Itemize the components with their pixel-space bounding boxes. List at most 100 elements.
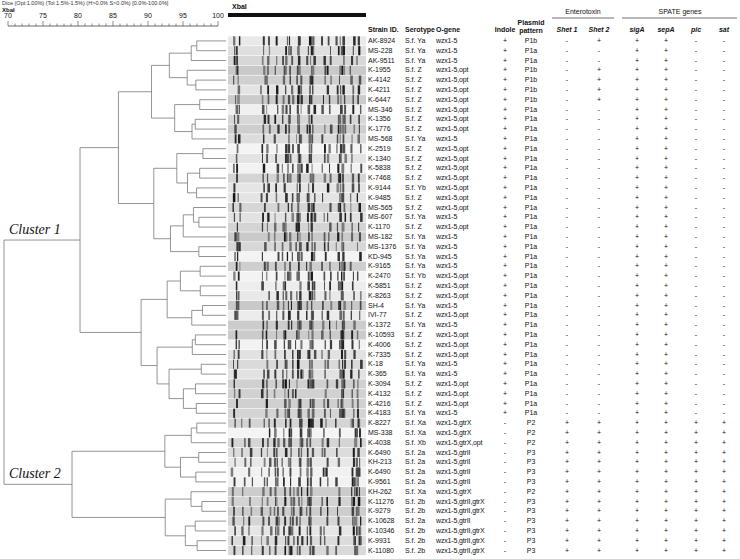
table-cell: + [485,212,525,222]
table-cell: - [579,261,619,271]
gel-band [301,507,303,516]
gel-band [236,242,238,251]
gel-band [298,154,299,163]
gel-band [267,213,269,222]
table-cell: - [579,105,619,115]
gel-band [307,497,309,506]
scale-tick [78,21,79,26]
gel-band [293,507,295,516]
gel-lane [228,174,366,183]
gel-band [309,526,311,535]
dendrogram-branch [180,290,200,291]
gel-band [329,203,331,212]
gel-band [311,164,313,173]
gel-band [342,164,344,173]
gel-band [323,399,325,408]
table-cell: wzx1-5 [436,36,457,46]
table-cell: K-11276 [368,497,394,507]
scale-tick [155,24,156,27]
table-cell: wzx1-5,gtrII [436,477,470,487]
gel-band [234,477,236,486]
gel-band [266,399,268,408]
scale-tick [50,24,51,27]
gel-band [335,36,337,45]
gel-band [278,252,280,261]
table-cell: - [676,281,716,291]
gel-band [339,134,341,143]
gel-band [262,330,264,339]
gel-band [243,536,246,545]
scale-tick [120,24,121,27]
gel-band [242,546,243,555]
table-cell: S.f. Z [405,144,422,154]
table-cell: P1a [511,350,551,360]
gel-band [327,213,328,222]
table-cell: + [579,467,619,477]
gel-band [299,134,301,143]
gel-band [341,232,343,241]
table-cell: - [676,105,716,115]
gel-band [266,144,268,153]
gel-band [306,262,308,271]
gel-band [300,409,302,418]
table-cell: P1a [511,154,551,164]
table-cell: K-2519 [368,144,391,154]
gel-band [282,370,283,379]
gel-band [275,183,277,192]
gel-band [342,330,344,339]
table-cell: MS-338 [368,428,393,438]
scale-tick [92,24,93,27]
gel-band [297,252,299,261]
table-cell: - [704,389,740,399]
gel-band [357,507,359,516]
gel-band [234,379,235,388]
dendrogram-branch [192,339,195,340]
table-cell: + [485,75,525,85]
gel-band [300,340,302,349]
gel-band [310,154,312,163]
gel-band [263,321,265,330]
gel-band [297,311,299,320]
scale-tick [64,24,65,27]
gel-band [351,360,352,369]
gel-band [234,213,235,222]
gel-band [324,360,326,369]
gel-band [263,164,265,173]
gel-band [311,330,312,339]
scale-tick [183,21,184,26]
gel-lane [228,468,366,477]
table-cell: + [617,399,657,409]
gel-band [338,497,340,506]
gel-band [339,174,341,183]
gel-lane [228,183,366,192]
dendrogram-branch [169,369,201,370]
table-cell: P1a [511,379,551,389]
table-cell: + [704,506,740,516]
table-cell: + [485,173,525,183]
table-cell: wzx1-5,opt [436,95,468,105]
dendrogram-branch [200,295,226,296]
gel-lane [228,438,366,447]
table-cell: wzx1-5,gtrX [436,428,471,438]
gel-band [233,36,235,45]
gel-band [324,428,325,437]
gel-band [267,477,268,486]
table-cell: - [704,124,740,134]
gel-band [290,468,292,477]
table-cell: + [617,242,657,252]
table-cell: - [547,369,587,379]
table-cell: - [579,359,619,369]
table-cell: + [704,526,740,536]
gel-band [359,419,360,428]
gel-band [340,340,341,349]
gel-lane [228,203,366,212]
gel-band [330,46,332,55]
gel-band [344,125,346,134]
table-cell: - [579,193,619,203]
gel-band [353,448,354,457]
gel-band [275,154,277,163]
table-cell: + [485,281,525,291]
table-cell: P1b [511,65,551,75]
gel-band [342,321,344,330]
scale-number: 85 [109,12,117,20]
